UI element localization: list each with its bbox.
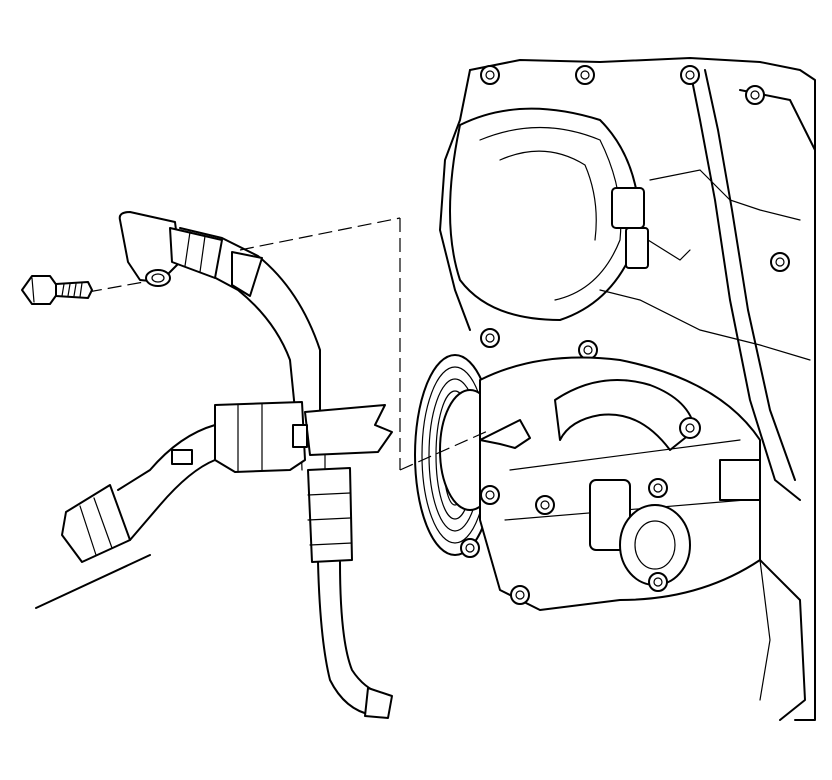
upper-hose-fitting	[118, 211, 181, 287]
hose-break-section	[304, 404, 393, 456]
compressor-hose-fitting	[479, 419, 531, 449]
refrigerant-hose-icon	[169, 227, 326, 471]
engine-sensor-connector	[611, 187, 691, 269]
engine-block	[439, 57, 816, 721]
hose-connector-icon	[214, 401, 308, 473]
alignment-lines	[87, 217, 491, 471]
hex-bolt-icon	[21, 275, 93, 305]
left-hose	[35, 424, 216, 609]
lower-hose	[307, 467, 393, 719]
ac-compressor	[460, 356, 761, 611]
